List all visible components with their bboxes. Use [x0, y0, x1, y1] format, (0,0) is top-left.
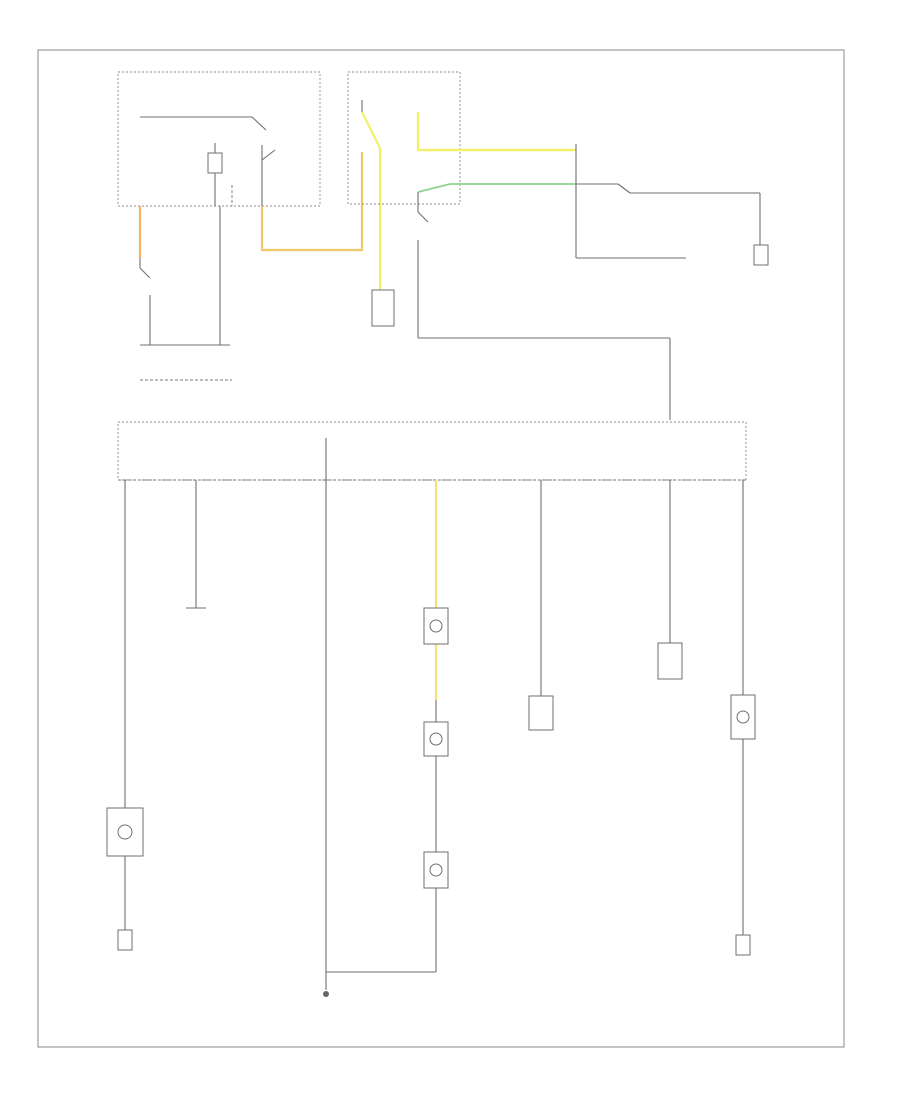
- orange-wire-center: [260, 152, 364, 252]
- relay-box: [347, 71, 461, 205]
- switch-assembly-box: [117, 71, 321, 207]
- ground-left-bottom: [117, 929, 133, 951]
- control-module-box: [117, 421, 747, 481]
- ground-right-top: [753, 244, 769, 266]
- ground-connector-top: [371, 289, 395, 327]
- connector-right: [657, 642, 683, 680]
- green-wire: [417, 183, 576, 193]
- yellow-wire-top: [416, 112, 576, 152]
- ground-right-bottom: [735, 934, 751, 956]
- connector-mid-right: [528, 695, 554, 731]
- switch-element: [207, 152, 223, 174]
- yellow-wire-riser: [361, 111, 382, 295]
- diagram-frame: [37, 49, 845, 1048]
